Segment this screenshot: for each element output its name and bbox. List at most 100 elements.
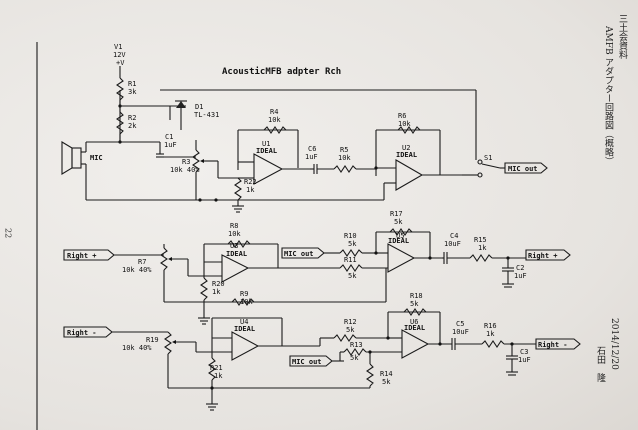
r19-symbol xyxy=(164,331,172,355)
r3-symbol xyxy=(192,149,200,173)
u6-opamp xyxy=(401,329,430,359)
u3-label: U3 xyxy=(230,242,238,250)
right-plus-in-label: Right + xyxy=(67,252,97,260)
r9-symbol xyxy=(231,298,255,306)
v1-label: V1 xyxy=(114,43,122,51)
r8-label: R8 xyxy=(230,222,238,230)
c1-value: 1uF xyxy=(164,141,177,149)
side-org-text: 三土会資料 xyxy=(617,14,628,60)
c4-value: 10uF xyxy=(444,240,461,248)
r8-value: 10k xyxy=(228,230,241,238)
c3-label: C3 xyxy=(520,348,528,356)
r15-value: 1k xyxy=(478,244,487,252)
c4-label: C4 xyxy=(450,232,458,240)
r22-symbol xyxy=(234,177,242,201)
mic-out-main-label: MIC out xyxy=(508,165,538,173)
r13-symbol xyxy=(343,348,367,356)
r22-label: R22 xyxy=(244,178,257,186)
side-date: 2014/12/20 xyxy=(609,318,619,370)
u5-label: U5 xyxy=(396,232,404,240)
r8-symbol xyxy=(227,240,251,248)
mic-label: MIC xyxy=(90,154,103,162)
r11-value: 5k xyxy=(348,272,357,280)
mic-out-2-port xyxy=(281,247,325,259)
r21-symbol xyxy=(208,357,216,381)
s1-label: S1 xyxy=(484,154,492,162)
c2-label: C2 xyxy=(516,264,524,272)
u5-opamp xyxy=(387,243,416,273)
u4-opamp xyxy=(231,331,260,361)
diagram-title: AcousticMFB adpter Rch xyxy=(222,66,341,77)
r5-symbol xyxy=(333,165,357,173)
u1-label: U1 xyxy=(262,140,270,148)
r2-symbol xyxy=(116,111,124,135)
r18-symbol xyxy=(403,308,427,316)
c6-value: 1uF xyxy=(305,153,318,161)
s1-switch xyxy=(481,163,501,169)
r14-label: R14 xyxy=(380,370,393,378)
r10-symbol xyxy=(339,249,363,257)
r4-label: R4 xyxy=(270,108,278,116)
r15-symbol xyxy=(469,254,493,262)
r16-label: R16 xyxy=(484,322,497,330)
u2-value: IDEAL xyxy=(396,151,417,159)
r22-value: 1k xyxy=(246,186,255,194)
r15-label: R15 xyxy=(474,236,487,244)
mic-out-main-port xyxy=(504,162,548,174)
u4-value: IDEAL xyxy=(234,325,255,333)
r19-label: R19 xyxy=(146,336,159,344)
c1-label: C1 xyxy=(165,133,173,141)
right-minus-out-port xyxy=(535,338,581,350)
c5-label: C5 xyxy=(456,320,464,328)
page-number: 22 xyxy=(4,228,13,238)
right-minus-in-port xyxy=(63,326,113,338)
r5-label: R5 xyxy=(340,146,348,154)
r17-label: R17 xyxy=(390,210,403,218)
r1-label: R1 xyxy=(128,80,136,88)
r4-symbol xyxy=(263,126,287,134)
r4-value: 10k xyxy=(268,116,281,124)
r2-label: R2 xyxy=(128,114,136,122)
s1-contact-a xyxy=(477,159,483,165)
u2-opamp xyxy=(395,159,424,191)
r18-label: R18 xyxy=(410,292,423,300)
r1-value: 3k xyxy=(128,88,137,96)
r11-symbol xyxy=(339,264,363,272)
c2-value: 1uF xyxy=(514,272,527,280)
u6-label: U6 xyxy=(410,318,418,326)
mic-out-3-label: MIC out xyxy=(292,358,322,366)
u3-opamp xyxy=(221,254,250,283)
r18-value: 5k xyxy=(410,300,419,308)
r7-value: 10k 40% xyxy=(122,266,152,274)
r17-symbol xyxy=(389,228,413,236)
mic-cone xyxy=(61,141,73,175)
d1-symbol xyxy=(176,101,186,108)
r20-label: R20 xyxy=(212,280,225,288)
r9-value: 10k xyxy=(240,298,253,306)
right-plus-out-label: Right + xyxy=(528,252,558,260)
side-doc-title: AMFB アダプター回路図（概略） xyxy=(603,25,614,165)
r21-label: R21 xyxy=(210,364,223,372)
d1-value: TL-431 xyxy=(194,111,219,119)
d1-label: D1 xyxy=(195,103,203,111)
c3-value: 1uF xyxy=(518,356,531,364)
mic-out-2-label: MIC out xyxy=(284,250,314,258)
c6-label: C6 xyxy=(308,145,316,153)
r14-value: 5k xyxy=(382,378,391,386)
r5-value: 10k xyxy=(338,154,351,162)
u1-value: IDEAL xyxy=(256,147,277,155)
r16-symbol xyxy=(481,340,505,348)
r6-value: 10k xyxy=(398,120,411,128)
u4-label: U4 xyxy=(240,318,248,326)
r12-symbol xyxy=(333,334,357,342)
r6-label: R6 xyxy=(398,112,406,120)
u5-value: IDEAL xyxy=(388,237,409,245)
r9-label: R9 xyxy=(240,290,248,298)
c5-value: 10uF xyxy=(452,328,469,336)
r20-value: 1k xyxy=(212,288,221,296)
r3-label: R3 xyxy=(182,158,190,166)
r6-symbol xyxy=(397,126,421,134)
r3-value: 10k 40% xyxy=(170,166,200,174)
right-minus-out-label: Right - xyxy=(538,341,568,349)
